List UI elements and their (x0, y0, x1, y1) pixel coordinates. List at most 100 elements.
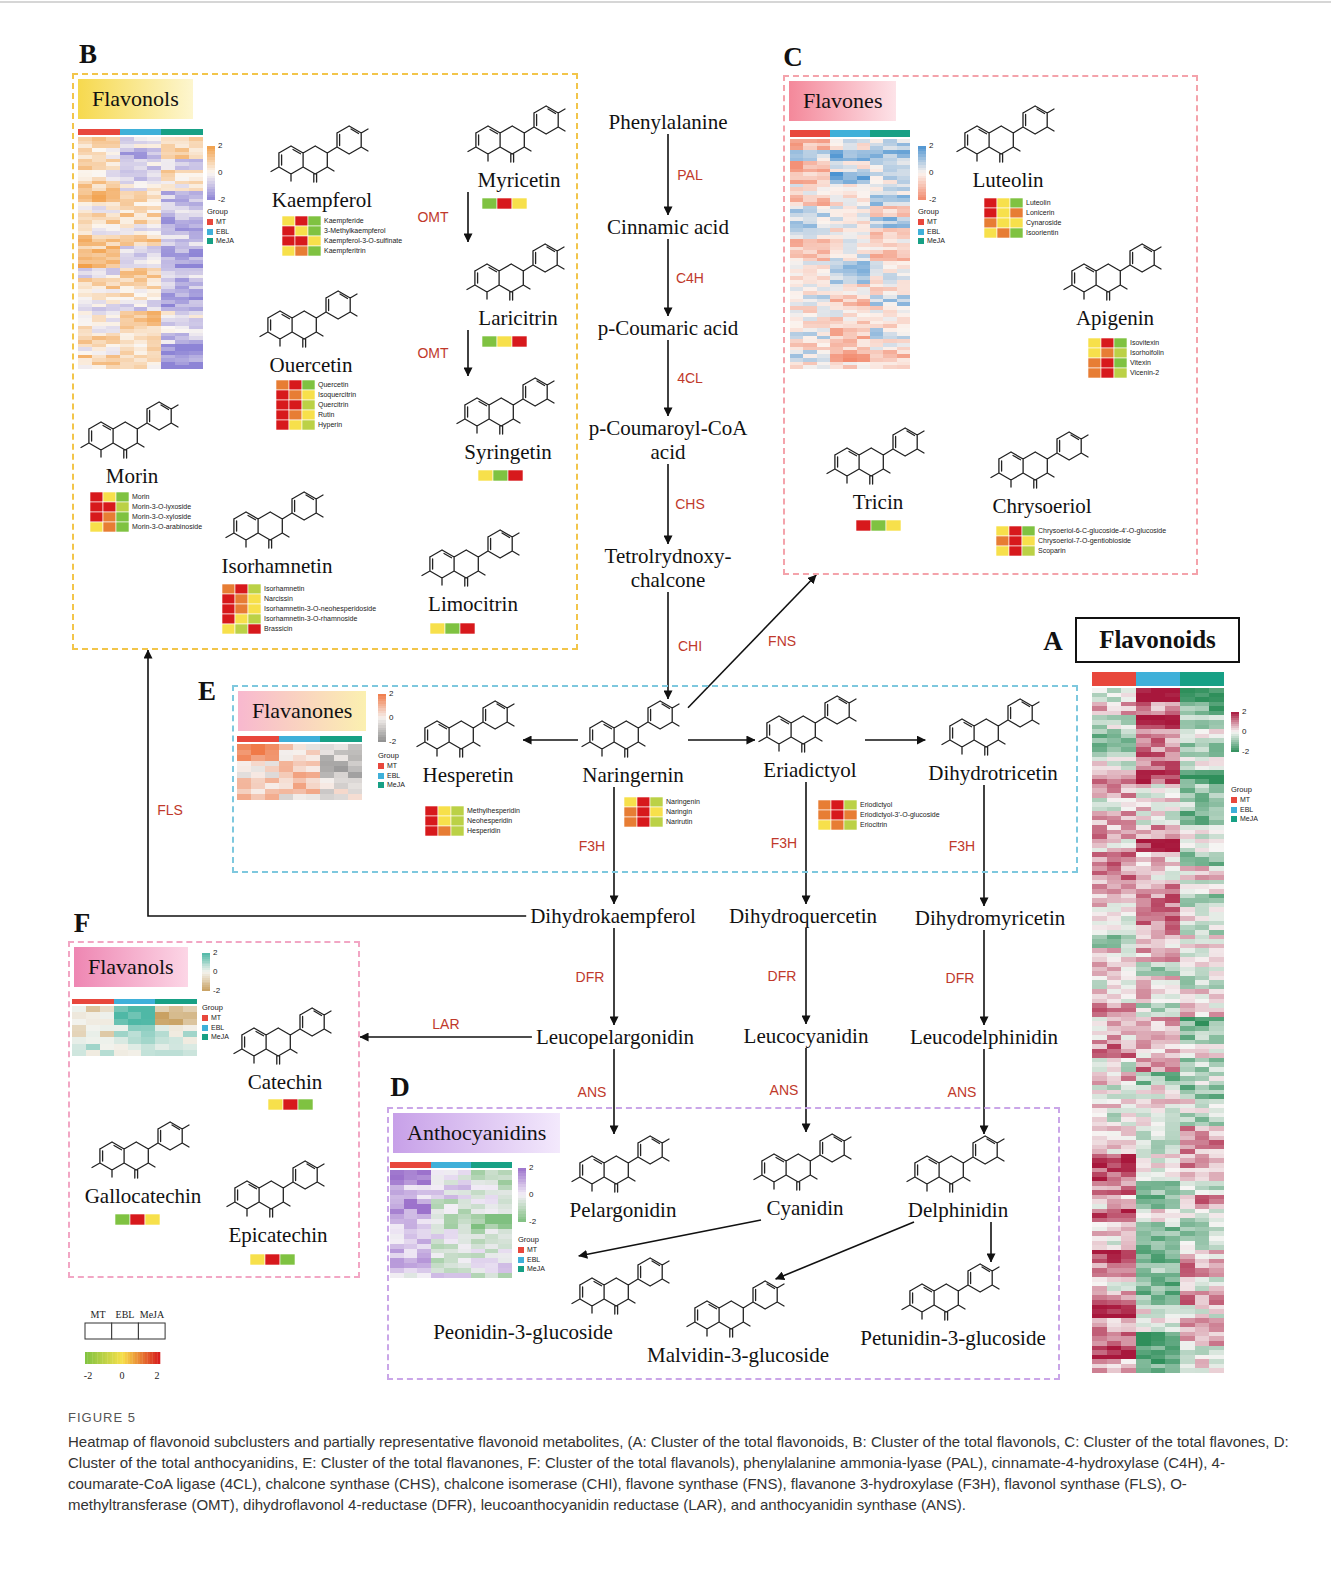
heatmap-cell (120, 344, 134, 348)
heatmap-cell (106, 199, 120, 203)
heatmap-cell (78, 347, 92, 351)
heatmap-cell (1092, 1081, 1107, 1086)
heatmap-cell (189, 195, 203, 199)
heatmap-cell (1195, 766, 1210, 771)
heatmap-cell (1165, 811, 1180, 816)
heatmap-cell (1107, 693, 1122, 698)
heatmap-cell (870, 354, 884, 358)
heatmap-cell (790, 306, 804, 310)
heatmap-cell (1209, 770, 1224, 775)
heatmap-cell (803, 347, 817, 351)
heatmap-cell (1121, 752, 1136, 757)
heatmap-cell (1209, 766, 1224, 771)
heatmap-cell (1180, 688, 1195, 693)
heatmap-cell (830, 362, 844, 366)
heatmap-cell (1107, 793, 1122, 798)
heatmap-cell (92, 347, 106, 351)
heatmap-cell (1209, 747, 1224, 752)
heatmap-cell (897, 187, 911, 191)
heatmap-cell (790, 172, 804, 176)
heatmap-cell (843, 258, 857, 262)
heatmap-cell (1107, 743, 1122, 748)
heatmap-cell (883, 265, 897, 269)
heatmap-cell (1092, 903, 1107, 908)
heatmap-cell (857, 235, 871, 239)
heatmap-cell (803, 310, 817, 314)
heatmap-cell (1180, 916, 1195, 921)
heatmap-cell (870, 198, 884, 202)
heatmap-cell (1209, 1081, 1224, 1086)
heatmap-cell (803, 213, 817, 217)
color-scale (918, 187, 926, 190)
heatmap-cell (1209, 725, 1224, 730)
heatmap-cell (175, 152, 189, 156)
heatmap-cell (1151, 761, 1166, 766)
heatmap-cell (1180, 980, 1195, 985)
heatmap-cell (120, 220, 134, 224)
heatmap-cell (1180, 871, 1195, 876)
heatmap-cell (92, 286, 106, 290)
heatmap-cell (1107, 1017, 1122, 1022)
heatmap-cell (120, 282, 134, 286)
heatmap-cell (175, 144, 189, 148)
heatmap-cell (817, 239, 831, 243)
heatmap-cell (803, 161, 817, 165)
heatmap-cell (843, 198, 857, 202)
heatmap-cell (134, 297, 148, 301)
heatmap-cell (1092, 843, 1107, 848)
heatmap-cell (870, 224, 884, 228)
heatmap-cell (830, 324, 844, 328)
heatmap-cell (870, 239, 884, 243)
heatmap-cell (883, 280, 897, 284)
heatmap-cell (78, 300, 92, 304)
heatmap-cell (843, 187, 857, 191)
heatmap-cell (161, 336, 175, 340)
heatmap-cell (843, 362, 857, 366)
heatmap-cell (1151, 1021, 1166, 1026)
heatmap-cell (1092, 944, 1107, 949)
heatmap-cell (147, 286, 161, 290)
heatmap-cell (134, 249, 148, 253)
heatmap-cell (1151, 912, 1166, 917)
heatmap-cell (78, 152, 92, 156)
heatmap-cell (1151, 1008, 1166, 1013)
heatmap-cell (1195, 939, 1210, 944)
heatmap-cell (1209, 757, 1224, 762)
heatmap-cell (1136, 898, 1151, 903)
heatmap-cell (78, 202, 92, 206)
heatmap-cell (1151, 884, 1166, 889)
heatmap-cell (790, 299, 804, 303)
heatmap-cell (92, 162, 106, 166)
heatmap-cell (1165, 697, 1180, 702)
heatmap-cell (817, 347, 831, 351)
heatmap-cell (1165, 957, 1180, 962)
heatmap-cell (883, 154, 897, 158)
heatmap-cell (1209, 784, 1224, 789)
heatmap-cell (870, 302, 884, 306)
heatmap-cell (1180, 1058, 1195, 1063)
heatmap-cell (189, 362, 203, 366)
heatmap-cell (1121, 1067, 1136, 1072)
heatmap-cell (175, 184, 189, 188)
heatmap-cell (175, 210, 189, 214)
heatmap-cell (1180, 706, 1195, 711)
heatmap-cell (857, 258, 871, 262)
heatmap-cell (1180, 971, 1195, 976)
heatmap-cell (1180, 1067, 1195, 1072)
heatmap-cell (175, 358, 189, 362)
heatmap-cell (92, 289, 106, 293)
heatmap-cell (843, 143, 857, 147)
heatmap-cell (189, 278, 203, 282)
heatmap-cell (1121, 1090, 1136, 1095)
heatmap-cell (1165, 784, 1180, 789)
heatmap-cell (134, 206, 148, 210)
heatmap-cell (870, 187, 884, 191)
color-scale (207, 189, 215, 192)
heatmap-cell (1136, 775, 1151, 780)
heatmap-cell (883, 165, 897, 169)
heatmap-cell (870, 172, 884, 176)
heatmap-cell (1092, 1031, 1107, 1036)
heatmap-cell (1136, 820, 1151, 825)
heatmap-cell (1151, 921, 1166, 926)
heatmap-cell (883, 299, 897, 303)
